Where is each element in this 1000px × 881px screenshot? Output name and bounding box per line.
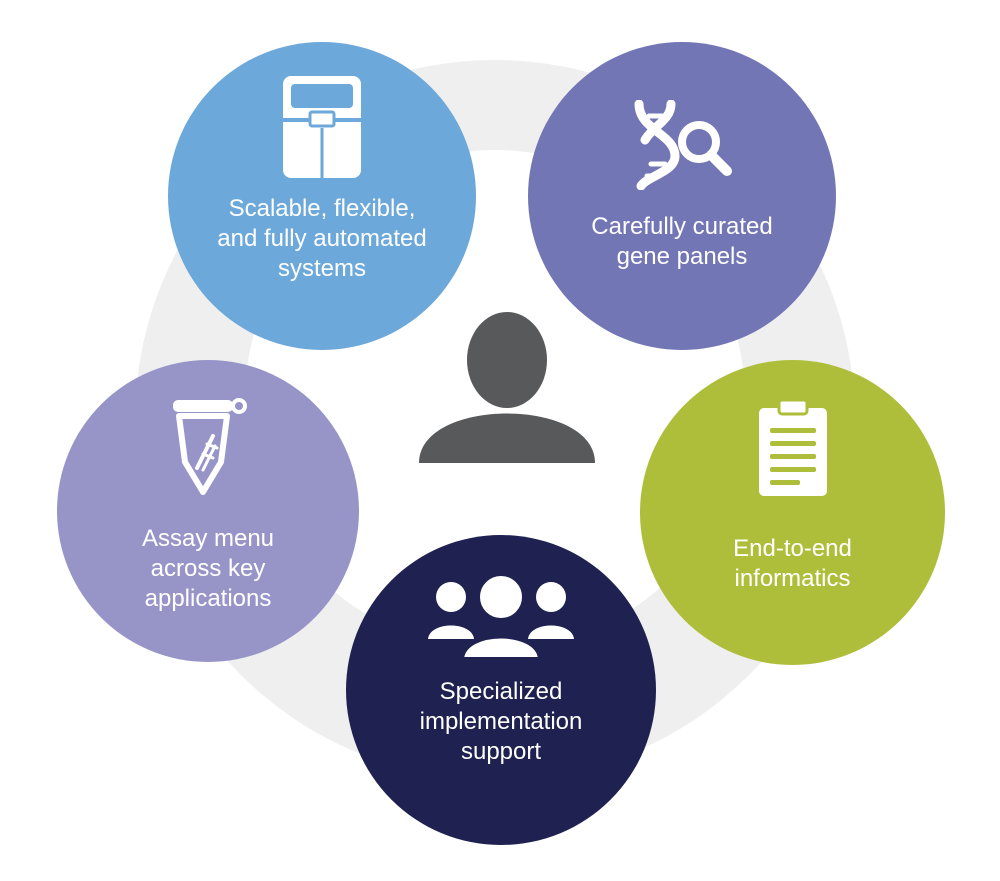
gene-panels-node: Carefully curated gene panels <box>528 42 836 350</box>
informatics-node: End-to-end informatics <box>640 360 945 665</box>
informatics-label: End-to-end informatics <box>733 535 852 592</box>
dna-magnifier-icon <box>634 100 732 190</box>
implementation-support-label: Specialized implementation support <box>419 678 583 765</box>
implementation-support-node: Specialized implementation support <box>346 535 656 845</box>
sample-tube-icon <box>173 398 247 495</box>
assay-menu-label: Assay menu across key applications <box>141 525 275 612</box>
team-icon <box>428 573 574 661</box>
person-icon <box>419 312 595 463</box>
automation-systems-node: Scalable, flexible, and fully automated … <box>168 42 476 350</box>
clipboard-icon <box>758 398 827 496</box>
assay-menu-node: Assay menu across key applications <box>57 360 359 662</box>
gene-panels-label: Carefully curated gene panels <box>591 213 773 270</box>
automation-systems-label: Scalable, flexible, and fully automated … <box>217 195 427 282</box>
sequencer-instrument-icon <box>283 76 361 178</box>
